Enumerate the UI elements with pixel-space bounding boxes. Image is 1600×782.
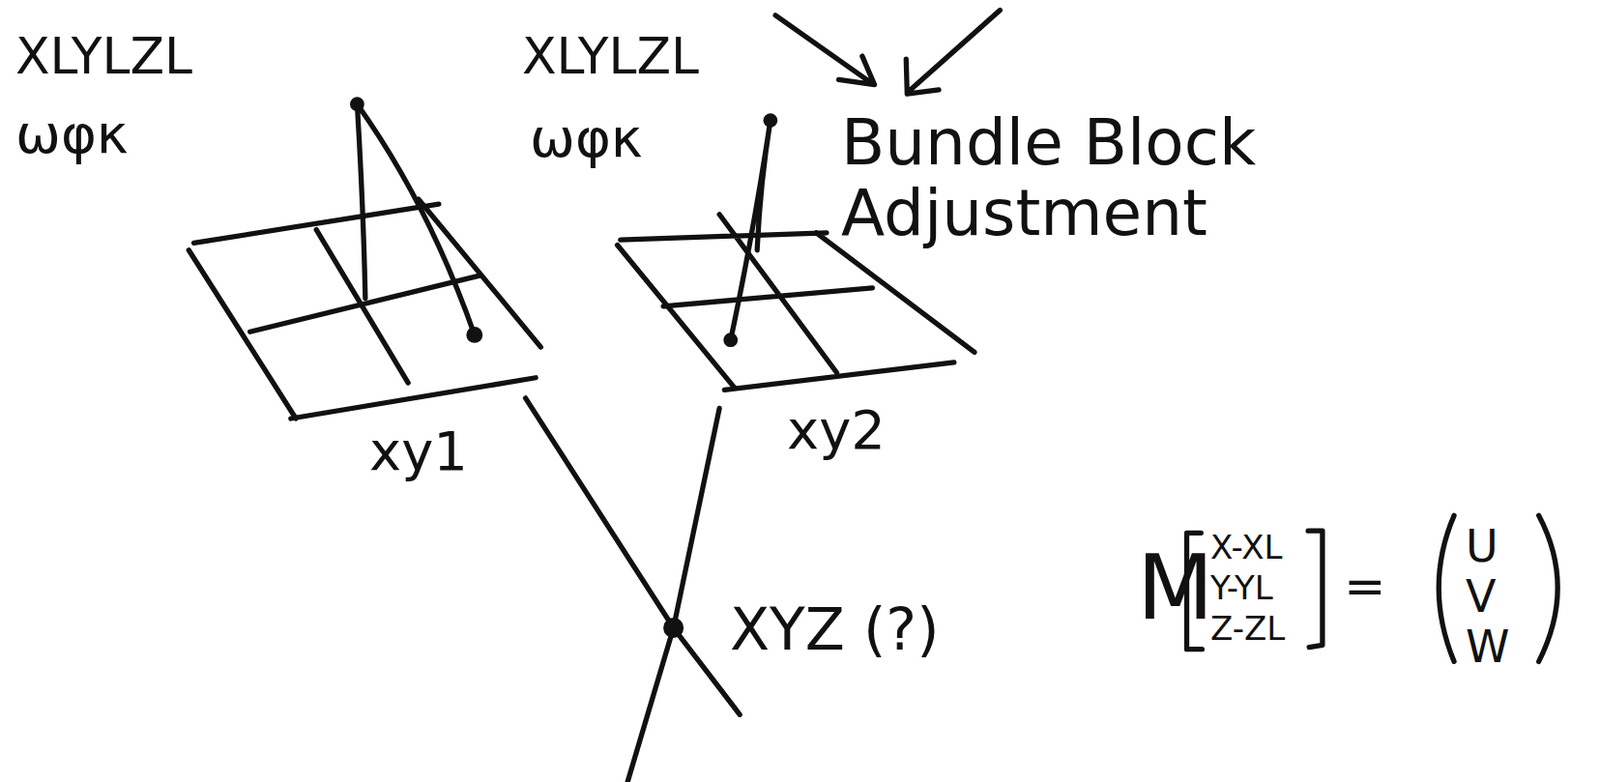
- camera-position: XLYLZL: [522, 29, 699, 85]
- camera-orientation: ωφκ: [529, 108, 643, 169]
- vector-entry: U: [1465, 522, 1499, 572]
- ray: [525, 398, 741, 715]
- parenthesis: [1539, 515, 1559, 662]
- image-coordinates: xy1: [369, 421, 468, 482]
- camera-position: XLYLZL: [15, 29, 193, 85]
- camera-orientation: ωφκ: [15, 104, 129, 165]
- image-point: [465, 326, 483, 344]
- arrow: [775, 15, 874, 86]
- matrix-entry: Y-YL: [1210, 570, 1274, 607]
- ray: [356, 104, 474, 336]
- bracket: [1308, 530, 1323, 647]
- image-coordinates: xy2: [786, 400, 886, 461]
- rotation-matrix: M: [1136, 539, 1214, 638]
- vector-entry: V: [1465, 572, 1496, 622]
- ground-point: [663, 617, 684, 639]
- vector-entry: W: [1465, 622, 1510, 672]
- ray: [627, 407, 720, 782]
- ray: [730, 120, 771, 341]
- projection-center: [763, 113, 779, 128]
- ground-point-label: XYZ (?): [729, 597, 940, 662]
- title: Bundle Block Adjustment: [841, 108, 1576, 249]
- equals-sign: =: [1343, 558, 1387, 614]
- projection-center: [349, 96, 365, 112]
- parenthesis: [1438, 515, 1455, 662]
- arrow: [905, 10, 1000, 95]
- matrix-entry: X-XL: [1210, 529, 1282, 566]
- image-point: [723, 332, 738, 348]
- matrix-entry: Z-ZL: [1210, 610, 1285, 647]
